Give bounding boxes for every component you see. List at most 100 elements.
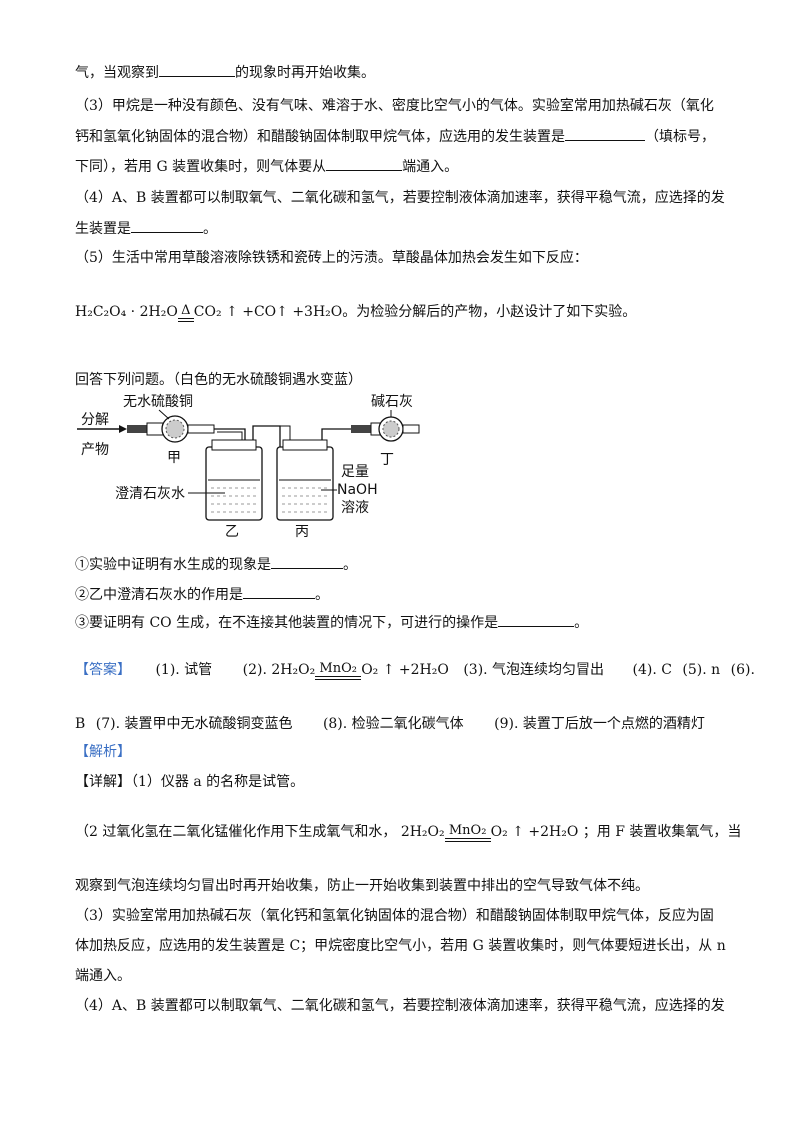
answer-item: (9). 装置丁后放一个点燃的酒精灯 [494, 716, 705, 732]
answer-blank [498, 612, 575, 627]
drying-tube-outlet [187, 424, 215, 434]
formula-left: H₂C₂O₄ · 2H₂O [75, 304, 178, 320]
text-line: 钙和氢氧化钠固体的混合物）和醋酸钠固体制取甲烷气体，应选用的发生装置是 （填标号， [75, 126, 715, 147]
condition-text: MnO₂ [448, 823, 487, 838]
arrow-head [119, 425, 127, 433]
label-jia: 甲 [167, 450, 181, 466]
text-segment: ②乙中澄清石灰水的作用是 [75, 587, 243, 603]
answer-item: (4). C [632, 662, 672, 678]
analysis-tag: 【解析】 [75, 744, 131, 760]
text-line: 气，当观察到 的现象时再开始收集。 [75, 62, 375, 83]
formula-condition: MnO₂ [315, 662, 362, 680]
answer-blank [326, 156, 403, 171]
stopper-bing [282, 439, 328, 451]
bottle-yi [205, 446, 263, 521]
label-ding: 丁 [380, 452, 394, 468]
label-cuso4: 无水硫酸铜 [123, 394, 193, 410]
label-in-1: 分解 [81, 412, 109, 428]
text-segment: 端通入。 [402, 159, 459, 175]
rubber-connector [127, 425, 147, 433]
answer-item: (1). 试管 [155, 662, 213, 678]
text-segment: 。 [315, 587, 329, 603]
text-segment: 。 [343, 557, 357, 573]
detail-line: 体加热反应，应选用的发生装置是 C；甲烷密度比空气小，若用 G 装置收集时，则气… [75, 938, 726, 954]
answer-item: (3). 气泡连续均匀冒出 [463, 662, 605, 678]
equals-bar [444, 838, 491, 842]
question-2: ②乙中澄清石灰水的作用是 。 [75, 584, 329, 605]
question-1: ①实验中证明有水生成的现象是 。 [75, 554, 357, 575]
label-naoh-1: 足量 [341, 464, 369, 480]
formula-condition: MnO₂ [444, 823, 491, 842]
drying-tube-outlet [402, 424, 420, 434]
answer-item: B [75, 716, 86, 732]
text-segment: 。 [203, 221, 217, 237]
text-line: 下同），若用 G 装置收集时，则气体要从 端通入。 [75, 156, 458, 177]
text-segment: ；用 F 装置收集氧气，当 [582, 824, 742, 840]
text-segment: 下同），若用 G 装置收集时，则气体要从 [75, 159, 327, 175]
text-line: 生装置是 。 [75, 218, 217, 239]
answer-item: (8). 检验二氧化碳气体 [322, 716, 464, 732]
text-segment: 。 [574, 615, 589, 631]
equals-bar [177, 318, 194, 322]
label-limewater: 澄清石灰水 [115, 486, 185, 502]
answer-blank [271, 554, 343, 569]
label-in-2: 产物 [81, 442, 109, 458]
equals-bar [315, 676, 362, 680]
detail-line: 观察到气泡连续均匀冒出时再开始收集，防止一开始收集到装置中排出的空气导致气体不纯… [75, 878, 649, 894]
answer-blank [159, 62, 235, 77]
text-line: 回答下列问题。（白色的无水硫酸铜遇水变蓝） [75, 372, 362, 388]
formula-left: 2H₂O₂ [400, 824, 445, 840]
formula-condition: Δ [177, 303, 194, 322]
sodalime-fill [382, 420, 400, 438]
text-segment: 气，当观察到 [75, 65, 159, 81]
text-segment: 钙和氢氧化钠固体的混合物）和醋酸钠固体制取甲烷气体，应选用的发生装置是 [75, 129, 565, 145]
text-segment: （1）仪器 a 的名称是试管。 [131, 774, 305, 790]
formula-right: CO₂ ↑ +CO↑ +3H₂O [193, 304, 343, 320]
formula-left: 2H₂O₂ [271, 662, 316, 678]
answer-blank [243, 584, 315, 599]
bottle-bing [276, 446, 334, 521]
apparatus-diagram: 分解 产物 无水硫酸铜 甲 澄清石灰水 乙 丙 足量 NaOH 溶液 碱石灰 丁 [77, 394, 420, 540]
text-segment: ①实验中证明有水生成的现象是 [75, 557, 271, 573]
text-segment: 。为检验分解后的产物，小赵设计了如下实验。 [342, 304, 637, 320]
answer-item: (6). [730, 662, 755, 678]
cuso4-fill [165, 419, 185, 439]
text-segment: 的现象时再开始收集。 [235, 65, 375, 81]
label-naoh-2: NaOH [337, 482, 378, 498]
glass-tube [321, 428, 351, 440]
text-segment: ③要证明有 CO 生成，在不连接其他装置的情况下，可进行的操作是 [75, 615, 499, 631]
answer-line-2: B (7). 装置甲中无水硫酸铜变蓝色 (8). 检验二氧化碳气体 (9). 装… [75, 714, 705, 734]
detail-line: （4）A、B 装置都可以制取氧气、二氧化碳和氢气，若要控制液体滴加速率，获得平稳… [75, 998, 725, 1014]
answer-blank [565, 126, 645, 141]
label-sodalime: 碱石灰 [371, 394, 413, 410]
label-naoh-3: 溶液 [341, 500, 369, 516]
text-segment: （2 过氧化氢在二氧化锰催化作用下生成氧气和水， [75, 824, 397, 840]
detail-line: 【详解】（1）仪器 a 的名称是试管。 [75, 772, 304, 792]
label-bing: 丙 [295, 524, 309, 540]
detail-line: （3）实验室常用加热碱石灰（氧化钙和氢氧化钠固体的混合物）和醋酸钠固体制取甲烷气… [75, 908, 714, 924]
text-line: （3）甲烷是一种没有颜色、没有气味、难溶于水、密度比空气小的气体。实验室常用加热… [75, 98, 714, 114]
rubber-connector [351, 425, 371, 433]
question-3: ③要证明有 CO 生成，在不连接其他装置的情况下，可进行的操作是 。 [75, 612, 588, 633]
leader-line [158, 409, 170, 420]
formula-right: O₂ ↑ +2H₂O [361, 662, 449, 678]
detail-line: 端通入。 [75, 968, 131, 984]
answer-tag: 【答案】 [75, 662, 131, 678]
text-segment: 生装置是 [75, 221, 131, 237]
text-line: （5）生活中常用草酸溶液除铁锈和瓷砖上的污渍。草酸晶体加热会发生如下反应： [75, 250, 588, 266]
label-yi: 乙 [225, 524, 239, 540]
stopper-yi [211, 439, 257, 451]
answer-item: (5). n [682, 662, 721, 678]
answer-item: (2). [242, 662, 267, 678]
condition-text: Δ [181, 303, 191, 318]
text-line: （4）A、B 装置都可以制取氧气、二氧化碳和氢气，若要控制液体滴加速率，获得平稳… [75, 190, 725, 206]
formula-right: O₂ ↑ +2H₂O [490, 824, 579, 840]
answer-blank [131, 218, 203, 233]
text-segment: （填标号， [645, 129, 715, 145]
detail-tag: 【详解】 [75, 774, 131, 790]
